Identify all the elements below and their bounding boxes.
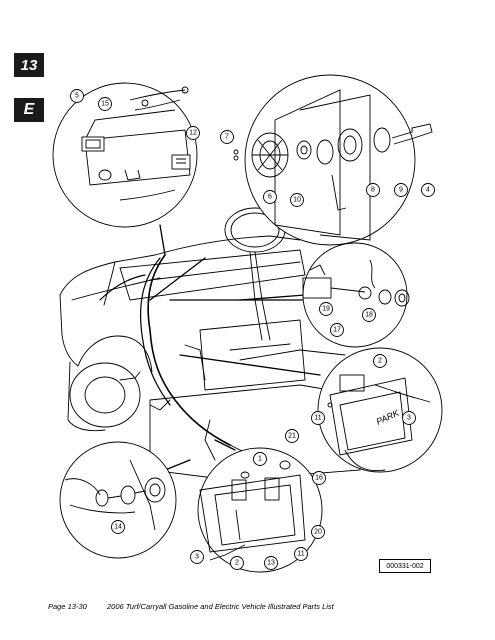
svg-text:9: 9 [399, 187, 403, 194]
svg-text:11: 11 [297, 551, 304, 558]
callout-11-lower: 11 [294, 547, 308, 561]
document-title: 2006 Turf/Carryall Gasoline and Electric… [107, 602, 334, 611]
svg-text:20: 20 [314, 529, 322, 536]
svg-text:5: 5 [75, 93, 79, 100]
callout-9: 9 [394, 183, 408, 197]
svg-text:11: 11 [314, 415, 321, 422]
callout-4: 4 [421, 183, 435, 197]
callout-15: 15 [98, 97, 112, 111]
svg-text:12: 12 [189, 130, 197, 137]
page-number: Page 13-30 [48, 602, 87, 611]
svg-text:16: 16 [315, 475, 323, 482]
svg-text:1: 1 [258, 456, 262, 463]
callout-8: 8 [366, 183, 380, 197]
callout-14: 14 [111, 520, 125, 534]
callout-19: 19 [319, 302, 333, 316]
callout-16: 16 [312, 471, 326, 485]
subsection-tab: E [14, 98, 44, 122]
callout-7: 7 [220, 130, 234, 144]
svg-text:7: 7 [225, 134, 229, 141]
callout-1: 1 [253, 452, 267, 466]
svg-text:21: 21 [288, 433, 296, 440]
callout-11-upper: 11 [311, 411, 325, 425]
figure-id: 000331-002 [379, 559, 431, 573]
callout-18: 18 [362, 308, 376, 322]
svg-text:6: 6 [268, 194, 272, 201]
svg-text:3: 3 [407, 415, 411, 422]
callout-6: 6 [263, 190, 277, 204]
svg-text:3: 3 [195, 554, 199, 561]
callout-21: 21 [285, 429, 299, 443]
svg-text:8: 8 [371, 187, 375, 194]
svg-text:18: 18 [365, 312, 373, 319]
svg-text:13: 13 [267, 560, 275, 567]
svg-text:17: 17 [333, 327, 341, 334]
section-tab: 13 [14, 53, 44, 77]
svg-text:14: 14 [114, 524, 122, 531]
svg-text:2: 2 [378, 358, 382, 365]
callout-10: 10 [290, 193, 304, 207]
callout-3-lower: 3 [190, 550, 204, 564]
svg-text:15: 15 [101, 101, 109, 108]
callout-2-lower: 2 [230, 556, 244, 570]
svg-text:10: 10 [293, 197, 301, 204]
callout-5: 5 [70, 89, 84, 103]
callout-2-upper: 2 [373, 354, 387, 368]
callout-3-upper: 3 [402, 411, 416, 425]
callout-12: 12 [186, 126, 200, 140]
svg-text:2: 2 [235, 560, 239, 567]
svg-text:4: 4 [426, 187, 430, 194]
callout-17: 17 [330, 323, 344, 337]
svg-text:19: 19 [322, 306, 330, 313]
callout-20: 20 [311, 525, 325, 539]
callout-13: 13 [264, 556, 278, 570]
